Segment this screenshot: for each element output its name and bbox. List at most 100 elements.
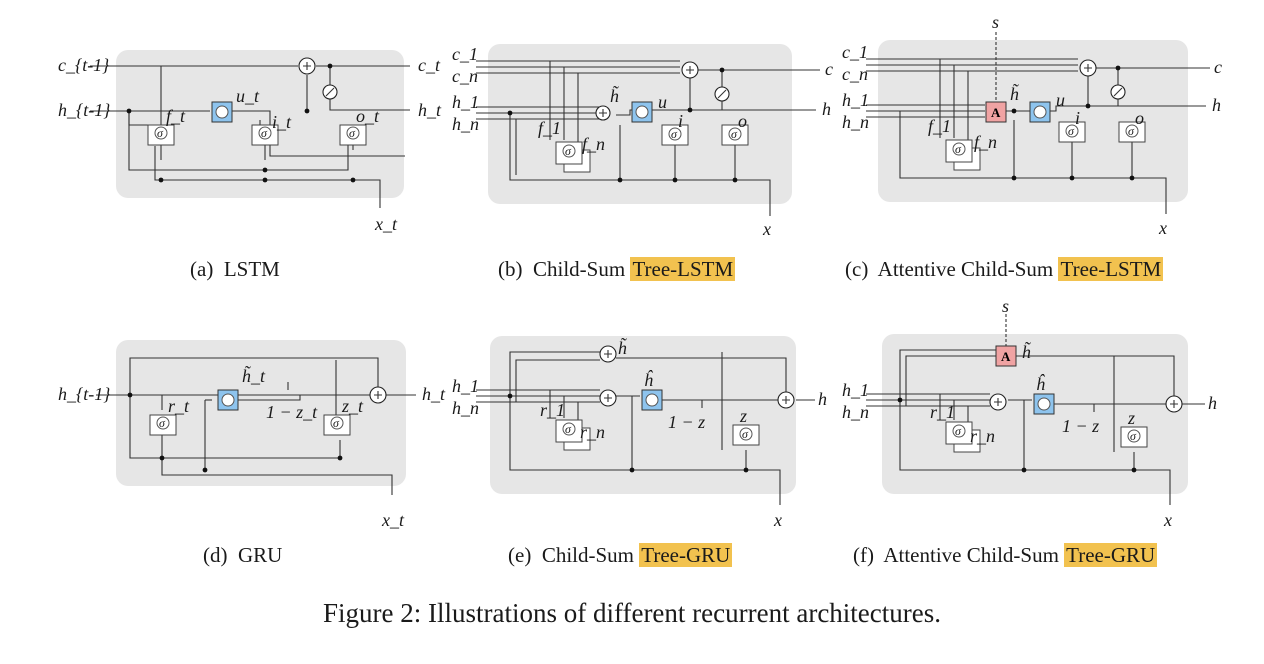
label-c: c: [825, 59, 833, 79]
caption-b: (b) Child-Sum Tree-LSTM: [498, 257, 736, 282]
label-o: o: [738, 111, 747, 131]
svg-text:σ: σ: [955, 424, 962, 438]
label-f1: f_1: [928, 116, 951, 136]
diagram-gru: σ σ h_{t-1} h_t x_t r_t h̃_t 1 − z_t z_t: [58, 340, 446, 530]
label-o: o: [1135, 108, 1144, 128]
caption-text: GRU: [238, 543, 283, 567]
diagram-attentive-tree-gru: A σ σ s h_1 h_n h x h̃ ĥ 1 − z r_1 r_n z: [842, 300, 1217, 530]
caption-text: LSTM: [223, 257, 280, 281]
svg-text:σ: σ: [565, 144, 572, 158]
caption-e: (e) Child-Sum Tree-GRU: [508, 543, 733, 568]
label-hhat: ĥ: [644, 369, 654, 390]
label-h-prev: h_{t-1}: [58, 100, 111, 120]
label-htilde: h̃: [610, 85, 620, 106]
attention-box-gru: [995, 345, 1017, 367]
diagram-attentive-tree-lstm: A σ σ σ s c_1 c_n h_1 h_n c h x h̃ u f_1…: [842, 12, 1222, 238]
label-f-t: f_t: [166, 106, 186, 126]
caption-c: (c) Attentive Child-Sum Tree-LSTM: [845, 257, 1164, 282]
label-one-minus-z: 1 − z: [1062, 416, 1099, 436]
figure-caption: Figure 2: Illustrations of different rec…: [322, 598, 942, 628]
attention-label: A: [1001, 349, 1011, 364]
diagram-child-sum-tree-lstm: σ σ σ c_1 c_n h_1 h_n c h x h̃ u f_1 f_n…: [452, 44, 833, 239]
label-i: i: [1075, 108, 1080, 128]
label-hn: h_n: [452, 398, 479, 418]
attention-box-lstm: [985, 101, 1007, 123]
label-x: x: [773, 510, 782, 530]
label-hn: h_n: [452, 114, 479, 134]
label-h: h: [1208, 393, 1217, 413]
caption-prefix: (c): [845, 257, 869, 281]
label-fn: f_n: [974, 132, 997, 152]
label-s: s: [992, 12, 999, 32]
caption-text: Attentive Child-Sum: [877, 257, 1054, 281]
caption-highlight: Tree-LSTM: [630, 257, 736, 281]
caption-text: Child-Sum: [533, 257, 626, 281]
label-h1: h_1: [452, 92, 479, 112]
label-h-t: h_t: [418, 100, 442, 120]
label-h1: h_1: [842, 90, 869, 110]
label-x: x: [762, 219, 771, 239]
label-cn: c_n: [452, 66, 478, 86]
label-c: c: [1214, 57, 1222, 77]
label-f1: f_1: [538, 118, 561, 138]
label-rn: r_n: [970, 426, 995, 446]
label-hn: h_n: [842, 402, 869, 422]
label-r-t: r_t: [168, 396, 190, 416]
svg-text:σ: σ: [1068, 124, 1075, 138]
label-h1: h_1: [842, 380, 869, 400]
label-fn: f_n: [582, 134, 605, 154]
label-x-t: x_t: [374, 214, 398, 234]
caption-a: (a) LSTM: [190, 257, 280, 282]
label-hhat: ĥ: [1036, 373, 1046, 394]
svg-text:σ: σ: [565, 422, 572, 436]
label-r1: r_1: [540, 400, 565, 420]
label-c1: c_1: [842, 42, 868, 62]
label-rn: r_n: [580, 422, 605, 442]
label-hn: h_n: [842, 112, 869, 132]
label-x: x: [1163, 510, 1172, 530]
svg-text:σ: σ: [159, 416, 166, 430]
label-u: u: [658, 92, 667, 112]
label-c-prev: c_{t-1}: [58, 55, 110, 75]
caption-text: Attentive Child-Sum: [883, 543, 1059, 567]
attention-label: A: [991, 105, 1001, 120]
label-h: h: [818, 389, 827, 409]
caption-prefix: (f): [853, 543, 874, 567]
caption-d: (d) GRU: [203, 543, 282, 568]
caption-prefix: (a): [190, 257, 214, 281]
svg-text:σ: σ: [349, 126, 356, 140]
label-one-minus-z: 1 − z: [668, 412, 705, 432]
label-x-t: x_t: [381, 510, 405, 530]
caption-text: Child-Sum: [541, 543, 634, 567]
label-cn: c_n: [842, 64, 868, 84]
label-h1: h_1: [452, 376, 479, 396]
caption-highlight: Tree-GRU: [1064, 543, 1158, 567]
label-o-t: o_t: [356, 106, 380, 126]
label-ht-tilde: h̃_t: [242, 365, 266, 386]
label-h-t: h_t: [422, 384, 446, 404]
label-htilde: h̃: [618, 337, 628, 358]
label-i: i: [678, 111, 683, 131]
label-c-t: c_t: [418, 55, 441, 75]
label-h: h: [822, 99, 831, 119]
label-u: u: [1056, 90, 1065, 110]
caption-f: (f) Attentive Child-Sum Tree-GRU: [853, 543, 1158, 568]
label-x: x: [1158, 218, 1167, 238]
label-z: z: [1127, 408, 1135, 428]
svg-text:σ: σ: [742, 427, 749, 441]
diagram-child-sum-tree-gru: σ σ h_1 h_n h x h̃ ĥ 1 − z r_1 r_n z: [452, 336, 827, 530]
label-r1: r_1: [930, 402, 955, 422]
caption-highlight: Tree-GRU: [639, 543, 733, 567]
label-h-prev: h_{t-1}: [58, 384, 111, 404]
svg-text:σ: σ: [955, 142, 962, 156]
label-u-t: u_t: [236, 86, 260, 106]
svg-text:σ: σ: [731, 127, 738, 141]
svg-text:σ: σ: [671, 127, 678, 141]
label-htilde: h̃: [1010, 83, 1020, 104]
diagram-lstm: σ σ σ c_{t-1} h_{t-1} c_t h_t x_t f_t u_…: [58, 50, 442, 234]
label-z: z: [739, 406, 747, 426]
label-c1: c_1: [452, 44, 478, 64]
label-htilde: h̃: [1022, 341, 1032, 362]
caption-prefix: (b): [498, 257, 523, 281]
label-z-t: z_t: [341, 396, 364, 416]
